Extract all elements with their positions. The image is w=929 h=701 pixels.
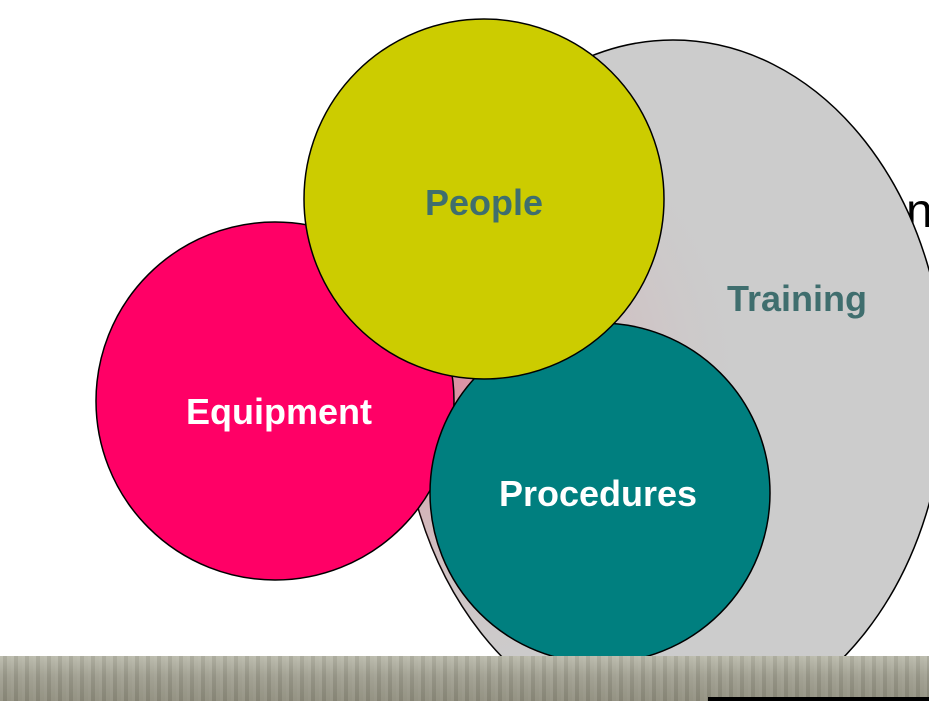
- procedures-label: Procedures: [499, 473, 697, 514]
- training-label: Training: [727, 278, 867, 319]
- bottom-photo-strip: [0, 656, 929, 701]
- people-circle: [303, 18, 665, 380]
- corner-block: [708, 697, 929, 701]
- people-label: People: [425, 182, 543, 223]
- equipment-label: Equipment: [186, 391, 372, 432]
